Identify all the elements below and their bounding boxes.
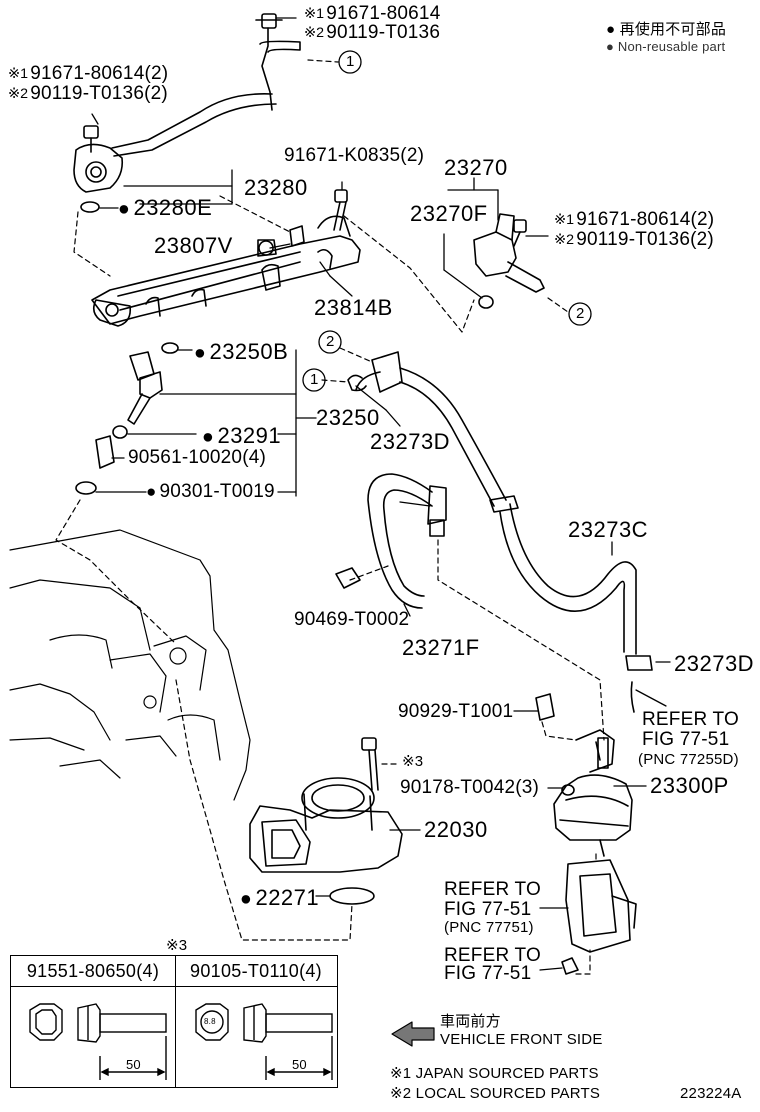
label-part: 90469-T0002: [294, 609, 410, 630]
label-part: 90178-T0042(3): [400, 777, 540, 798]
label-part: 22030: [424, 817, 488, 842]
label-part: 23807V: [154, 233, 233, 258]
callout-circles: [302, 50, 592, 392]
bolt-2-length: 50: [292, 1057, 307, 1072]
label-part: 23270F: [410, 201, 488, 226]
throttle-body-22030: [249, 737, 403, 905]
bolt-table: 91551-80650(4) 90105-T0110(4): [10, 955, 338, 1088]
fuel-rail: [91, 189, 361, 327]
label-part: 23273C: [568, 517, 649, 542]
note-local-sourced: ※2 LOCAL SOURCED PARTS: [390, 1085, 601, 1102]
clip-23273d: [625, 655, 653, 713]
label-part: 90929-T1001: [398, 701, 514, 722]
bolt-col-1: 91551-80650(4): [11, 956, 175, 1087]
dashed-lines: [55, 59, 605, 975]
label-part-nonreusable: 23250B: [194, 340, 288, 365]
upper-fuel-pipe: [111, 13, 301, 157]
label-part-nonreusable: 23280E: [118, 196, 212, 221]
diagram-id: 223224A: [680, 1085, 742, 1102]
label-refer-pnc: (PNC 77255D): [638, 751, 739, 768]
label-refer: FIG 77-51: [642, 729, 730, 750]
label-part: 23270: [444, 155, 508, 180]
label-part: 23300P: [650, 773, 729, 798]
hose-23271f: [335, 473, 447, 609]
front-arrow-icon: [391, 1021, 435, 1047]
label-refer-pnc: (PNC 77751): [444, 919, 534, 936]
label-part: 23280: [244, 175, 308, 200]
pump-23300p: [553, 729, 633, 857]
note-japan-sourced: ※1 JAPAN SOURCED PARTS: [390, 1065, 599, 1082]
engine-block: [9, 529, 251, 801]
label-refer: REFER TO: [444, 945, 541, 966]
label-part: 23250: [316, 405, 380, 430]
callout-2-mid: 2: [326, 333, 335, 350]
table-divider: [175, 956, 176, 1087]
damper-23280: [73, 143, 124, 213]
label-part-nonreusable: 90301-T0019: [146, 482, 275, 502]
label-part: 23271F: [402, 635, 480, 660]
label-part: 23273D: [370, 429, 451, 454]
legend-reusable-ja: ● 再使用不可部品: [606, 21, 727, 38]
label-part-nonreusable: 22271: [240, 886, 319, 911]
label-part: 90561-10020(4): [128, 447, 267, 468]
bolt-2-grade-mark: 8.8: [204, 1017, 216, 1026]
bolt-col-1-header: 91551-80650(4): [11, 956, 175, 987]
label-part: 23273D: [674, 651, 755, 676]
injector-23250: [75, 342, 179, 495]
bolt-table-drawings: [29, 1003, 333, 1080]
valve-23270: [473, 213, 545, 309]
legend-reusable-en: ● Non-reusable part: [606, 39, 726, 54]
label-refer: FIG 77-51: [444, 963, 532, 984]
label-part-nonreusable: 23291: [202, 424, 281, 449]
callout-1-mid: 1: [310, 371, 319, 388]
label-refer: REFER TO: [642, 709, 739, 730]
bolt-left-top: [83, 125, 99, 153]
label-part: 23814B: [314, 295, 393, 320]
bolt-1-length: 50: [126, 1057, 141, 1072]
table-mark: ※3: [166, 937, 188, 954]
bolt-col-2-header: 90105-T0110(4): [175, 956, 337, 987]
hose-23273c: [347, 351, 637, 655]
callout-2-right: 2: [576, 305, 585, 322]
label-mark-3: ※3: [402, 753, 424, 770]
label-refer: REFER TO: [444, 879, 541, 900]
bracket-lower: [561, 859, 637, 975]
label-refer: FIG 77-51: [444, 899, 532, 920]
label-part: 91671-K0835(2): [284, 145, 425, 166]
callout-1-top: 1: [346, 53, 355, 70]
bolt-col-2: 90105-T0110(4): [175, 956, 337, 1087]
front-side-ja: 車両前方: [440, 1013, 501, 1030]
connector-90929: [535, 693, 555, 721]
front-side-en: VEHICLE FRONT SIDE: [440, 1031, 603, 1048]
